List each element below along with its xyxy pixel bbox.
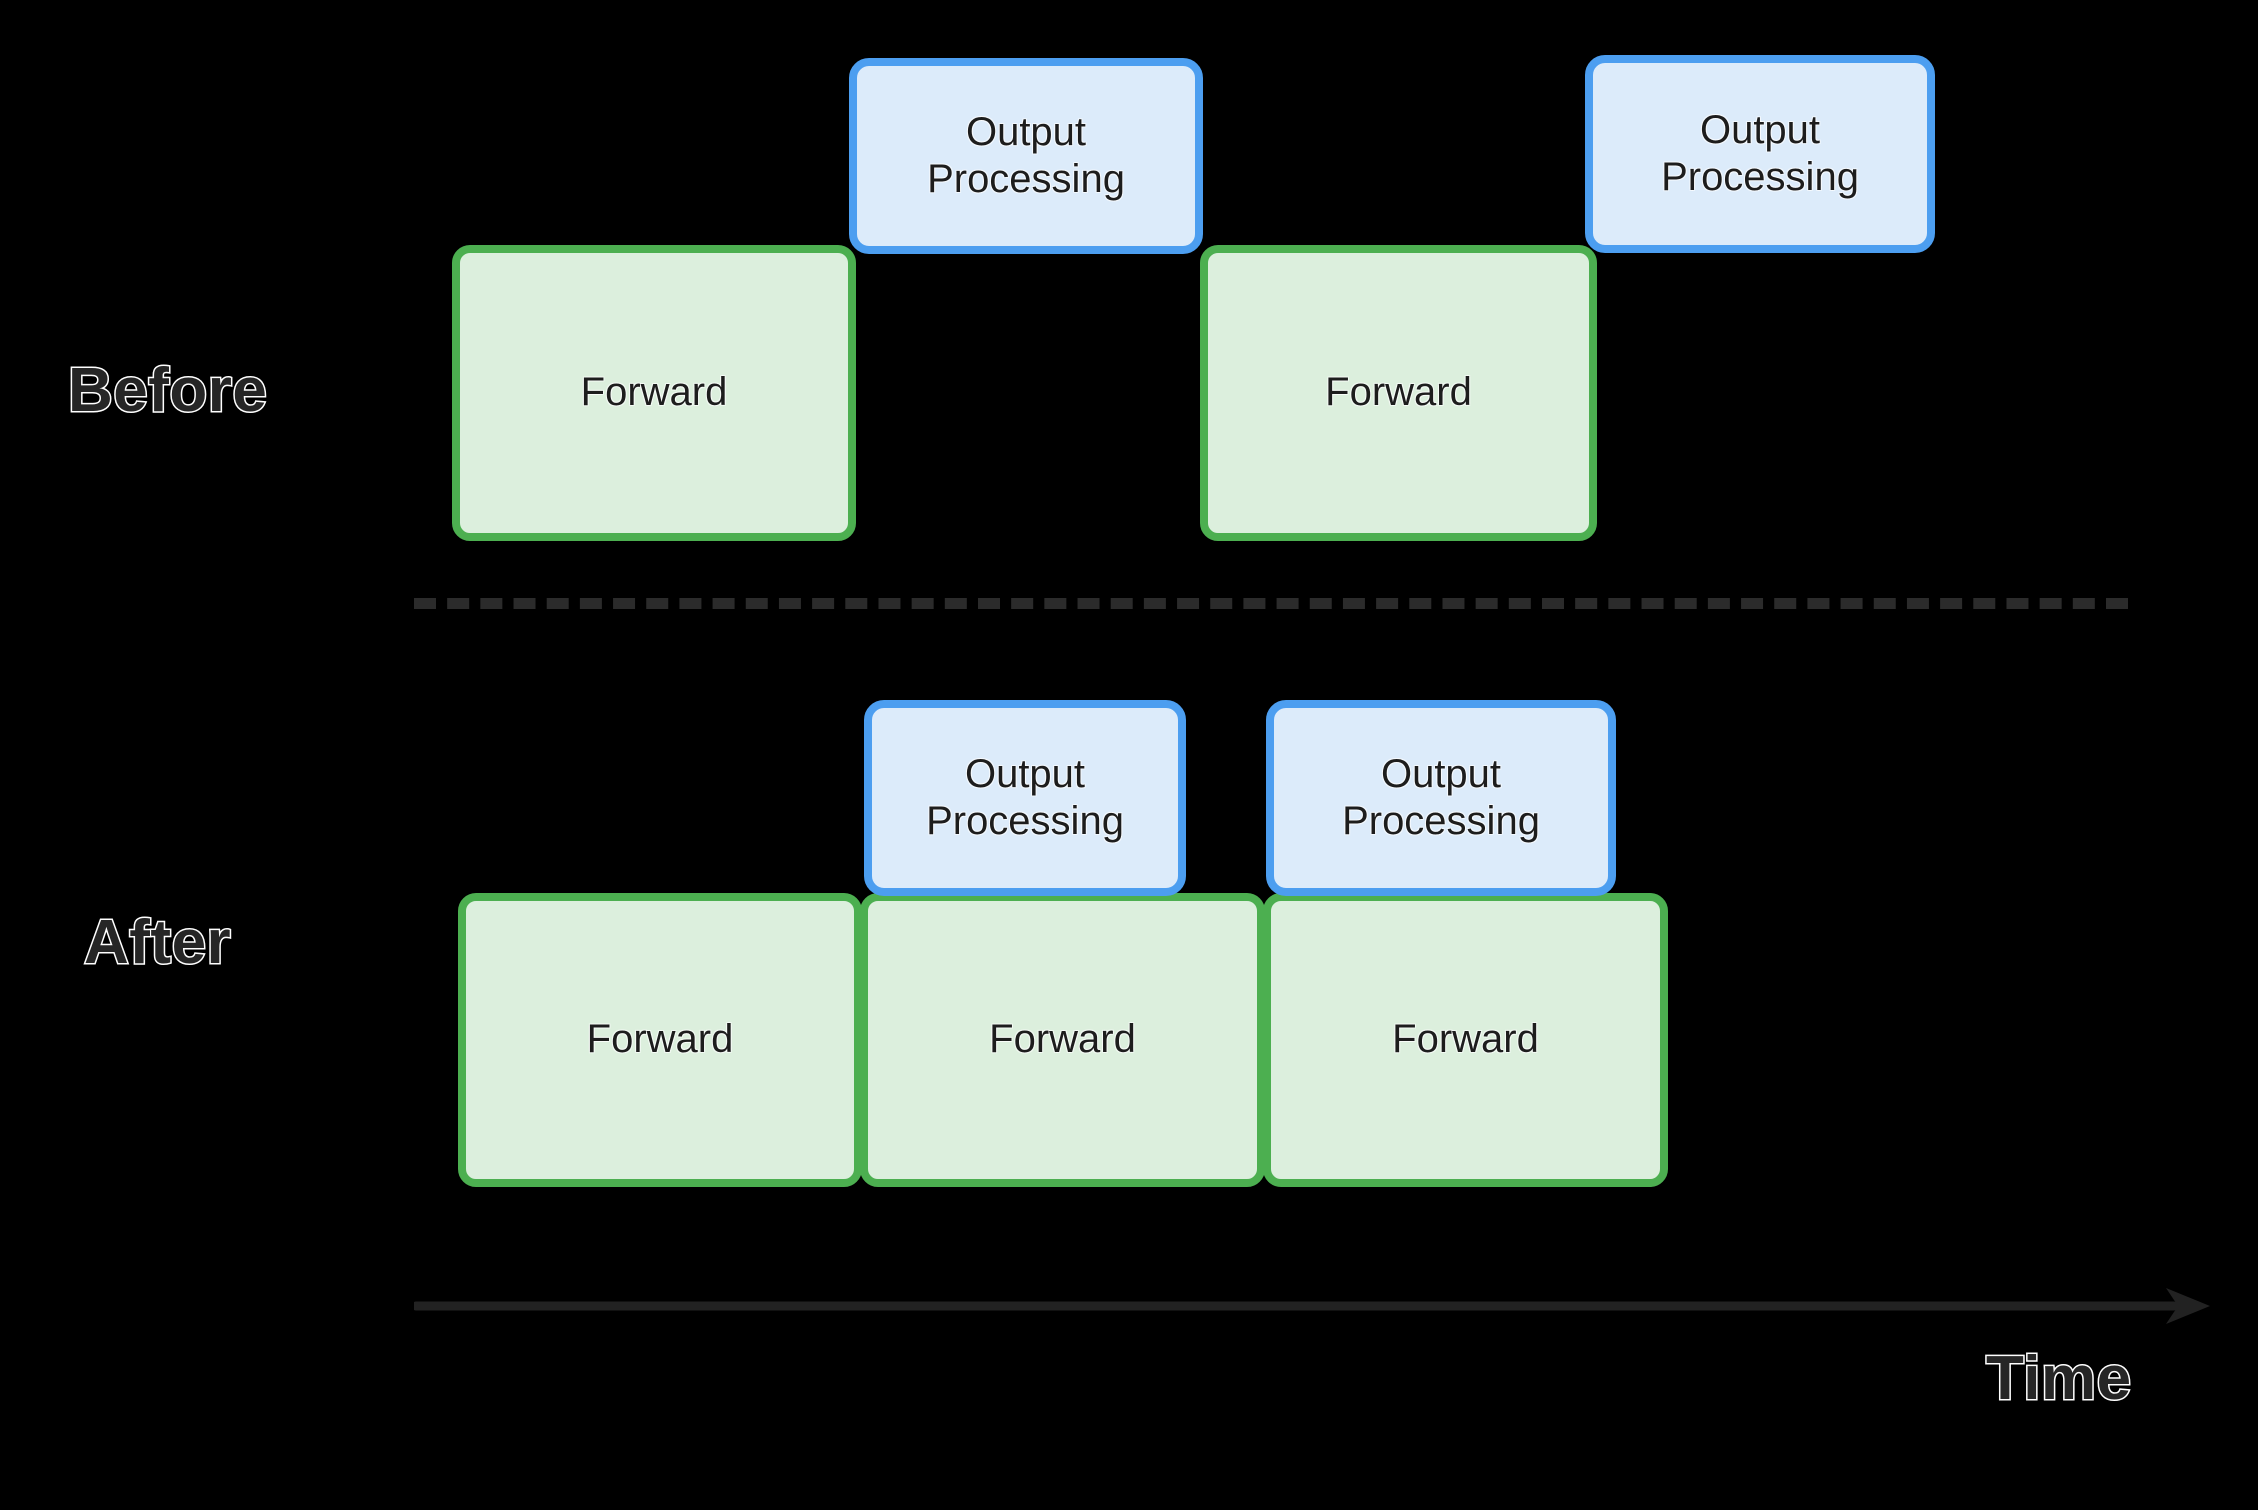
block-label-line2: Processing	[926, 799, 1124, 843]
row-label-after: After	[82, 908, 232, 977]
section-divider	[414, 598, 2128, 609]
after-forward-block-3: Forward	[1263, 893, 1668, 1187]
block-label-line2: Processing	[1661, 155, 1859, 199]
before-forward-block-2: Forward	[1200, 245, 1597, 541]
after-forward-block-2: Forward	[860, 893, 1265, 1187]
block-label: Forward	[1392, 1017, 1539, 1062]
row-label-before: Before	[66, 356, 268, 425]
before-output-processing-block-2: Output Processing	[1585, 55, 1935, 253]
before-forward-block-1: Forward	[452, 245, 856, 541]
block-label-line1: Output	[964, 751, 1086, 796]
time-axis-arrow	[414, 1282, 2214, 1330]
block-label-lines: Output Processing	[1342, 751, 1540, 845]
block-label-lines: Output Processing	[1661, 107, 1859, 201]
block-label: Forward	[586, 1017, 734, 1062]
block-label-line1: Output	[1699, 107, 1821, 152]
time-arrow-icon	[414, 1288, 2210, 1324]
before-output-processing-block-1: Output Processing	[849, 58, 1203, 254]
block-label-line2: Processing	[1342, 799, 1540, 843]
after-output-processing-block-1: Output Processing	[864, 700, 1186, 896]
block-label-lines: Output Processing	[927, 109, 1125, 203]
block-label: Forward	[1325, 370, 1472, 415]
after-output-processing-block-2: Output Processing	[1266, 700, 1616, 896]
time-axis-label: Time	[1985, 1344, 2133, 1413]
block-label: Forward	[580, 370, 728, 415]
block-label-line1: Output	[965, 109, 1087, 154]
block-label-line1: Output	[1380, 751, 1502, 796]
block-label-lines: Output Processing	[926, 751, 1124, 845]
block-label: Forward	[989, 1017, 1136, 1062]
after-forward-block-1: Forward	[458, 893, 862, 1187]
block-label-line2: Processing	[927, 157, 1125, 201]
